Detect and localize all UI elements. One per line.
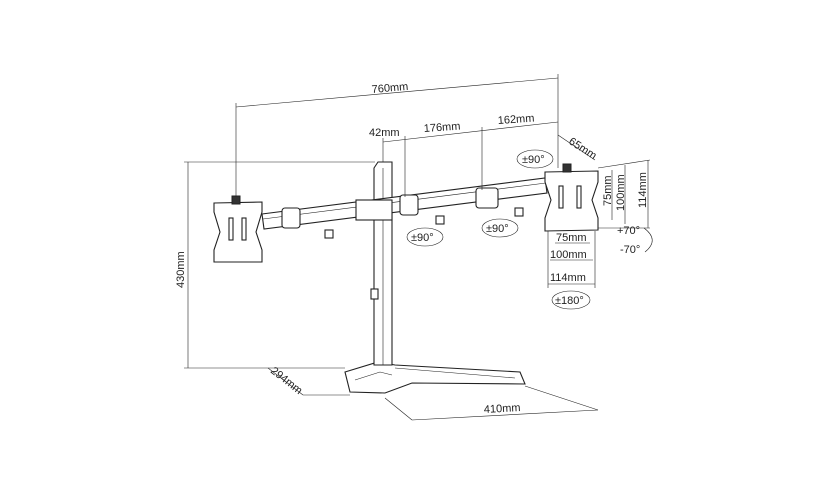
dim-vesa-v-75: 75mm (602, 175, 614, 206)
rotation-label: ±90° (411, 232, 434, 244)
tilt-arrow-icon (643, 227, 653, 253)
vesa-plate-right (544, 163, 599, 232)
rotate-arrow-icon (551, 290, 591, 310)
tilt-up-label: +70° (617, 225, 640, 237)
rotation-arm-joint-2: ±90° (481, 218, 519, 238)
rotation-arm-joint-1: ±90° (406, 227, 444, 247)
dim-vesa-h-114: 114mm (550, 272, 586, 284)
dim-arm-segment-2: 162mm (497, 112, 534, 127)
rotate-arrow-icon (516, 149, 554, 169)
dim-base-width: 410mm (484, 402, 521, 416)
rotate-arrow-icon (481, 218, 519, 238)
stand-base (344, 361, 526, 394)
tilt-range: +70° -70° (617, 225, 653, 256)
dim-vesa-h-75: 75mm (556, 232, 587, 244)
monitor-arm (261, 177, 548, 239)
tilt-down-label: -70° (620, 244, 640, 256)
rotation-label: ±90° (522, 154, 545, 166)
rotation-label: ±90° (486, 223, 509, 235)
rotate-arrow-icon (406, 227, 444, 247)
rotation-label: ±180° (555, 295, 584, 307)
dim-base-depth: 294mm (268, 365, 304, 397)
dimension-lines (184, 74, 651, 421)
dim-vesa-v-100: 100mm (615, 174, 627, 211)
dim-overall-width: 760mm (371, 81, 409, 96)
dim-arm-segment-1: 176mm (423, 120, 460, 135)
rotation-mount-swivel: ±90° (516, 149, 554, 169)
rotation-plate: ±180° (551, 290, 591, 310)
vesa-plate-left (213, 195, 263, 263)
dim-vesa-h-100: 100mm (550, 249, 587, 261)
dim-height: 430mm (175, 251, 187, 288)
dim-vesa-v-114: 114mm (637, 172, 649, 208)
dim-pole-offset: 42mm (369, 127, 400, 139)
dim-mount-depth: 65mm (566, 135, 598, 162)
stand-pole (370, 161, 393, 366)
